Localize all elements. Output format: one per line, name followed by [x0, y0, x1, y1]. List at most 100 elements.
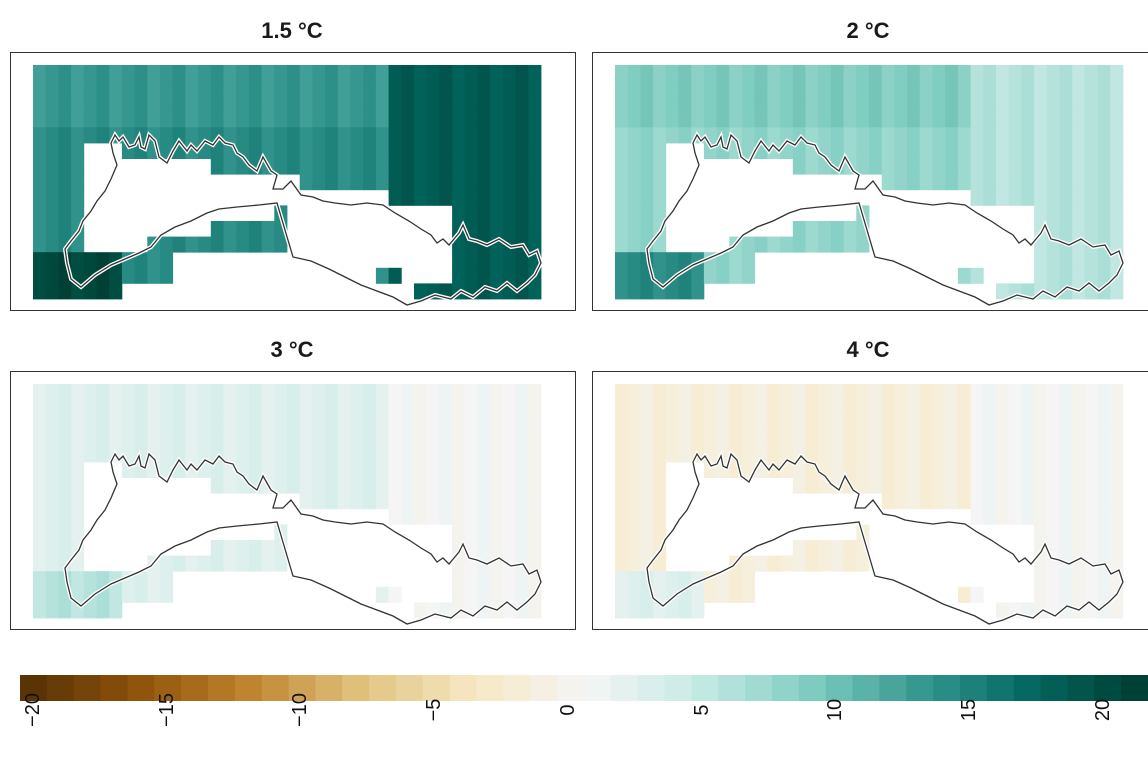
grid-cell	[767, 415, 781, 432]
grid-cell	[1072, 493, 1086, 510]
grid-cell	[223, 446, 237, 463]
colorbar-step	[342, 675, 370, 701]
grid-cell	[490, 96, 504, 113]
grid-cell	[426, 384, 440, 400]
grid-cell	[615, 80, 629, 97]
grid-cell	[792, 384, 806, 400]
grid-cell	[172, 399, 186, 416]
grid-cell	[1034, 477, 1048, 494]
grid-cell	[58, 283, 72, 300]
grid-cell	[134, 415, 148, 432]
grid-cell	[843, 399, 857, 416]
grid-cell	[33, 555, 47, 572]
grid-cell	[907, 462, 921, 478]
grid-cell	[452, 267, 466, 284]
grid-cell	[627, 493, 641, 510]
grid-cell	[983, 493, 997, 510]
grid-cell	[299, 446, 313, 463]
grid-cell	[1084, 96, 1098, 113]
grid-cell	[147, 267, 161, 284]
grid-cell	[1110, 477, 1124, 494]
grid-cell	[58, 477, 72, 494]
grid-cell	[1084, 571, 1098, 588]
grid-cell	[287, 80, 301, 97]
grid-cell	[147, 571, 161, 588]
grid-cell	[907, 127, 921, 144]
grid-cell	[350, 127, 364, 144]
grid-cell	[439, 399, 453, 416]
grid-cell	[490, 127, 504, 144]
grid-cell	[477, 540, 491, 556]
grid-cell	[1059, 384, 1073, 400]
grid-cell	[818, 446, 832, 463]
grid-cell	[350, 158, 364, 175]
grid-cell	[515, 415, 529, 432]
grid-cell	[830, 462, 844, 478]
grid-cell	[1046, 267, 1060, 284]
grid-cell	[856, 143, 870, 159]
grid-cell	[464, 430, 478, 447]
grid-cell	[653, 508, 667, 525]
grid-cell	[401, 158, 415, 175]
grid-cell	[452, 446, 466, 463]
grid-cell	[477, 415, 491, 432]
grid-cell	[627, 205, 641, 222]
grid-cell	[653, 143, 667, 159]
grid-cell	[1084, 158, 1098, 175]
grid-cell	[894, 384, 908, 400]
grid-cell	[134, 571, 148, 588]
grid-cell	[805, 430, 819, 447]
grid-cell	[856, 111, 870, 128]
grid-cell	[640, 65, 654, 81]
grid-cell	[996, 111, 1010, 128]
grid-cell	[1110, 221, 1124, 237]
grid-cell	[1046, 571, 1060, 588]
grid-cell	[919, 415, 933, 432]
grid-cell	[83, 602, 97, 619]
grid-cell	[401, 446, 415, 463]
colorbar-tick-5: 0	[557, 704, 579, 716]
grid-cell	[1046, 399, 1060, 416]
grid-cell	[742, 236, 756, 253]
grid-cell	[464, 477, 478, 494]
colorbar-step	[798, 675, 827, 701]
grid-cell	[83, 430, 97, 447]
grid-cell	[33, 586, 47, 603]
grid-cell	[1034, 267, 1048, 284]
grid-cell	[515, 586, 529, 603]
grid-cell	[1008, 399, 1022, 416]
grid-cell	[653, 524, 667, 541]
grid-cell	[363, 65, 377, 81]
grid-cell	[71, 65, 85, 81]
grid-cell	[1084, 221, 1098, 237]
grid-cell	[894, 65, 908, 81]
grid-cell	[640, 174, 654, 191]
grid-cell	[375, 493, 389, 510]
grid-cell	[780, 415, 794, 432]
grid-cell	[1110, 111, 1124, 128]
grid-cell	[729, 571, 743, 588]
grid-cell	[83, 65, 97, 81]
grid-cell	[742, 430, 756, 447]
grid-cell	[780, 430, 794, 447]
grid-cell	[780, 111, 794, 128]
grid-cell	[337, 96, 351, 113]
grid-cell	[477, 571, 491, 588]
grid-cell	[678, 446, 692, 463]
grid-cell	[337, 477, 351, 494]
grid-cell	[439, 80, 453, 97]
grid-cell	[1097, 189, 1111, 206]
grid-cell	[236, 65, 250, 81]
grid-cell	[388, 127, 402, 144]
grid-cell	[983, 462, 997, 478]
grid-cell	[678, 430, 692, 447]
grid-cell	[515, 384, 529, 400]
grid-cell	[856, 96, 870, 113]
grid-cell	[452, 174, 466, 191]
grid-cell	[477, 477, 491, 494]
grid-cell	[299, 111, 313, 128]
grid-cell	[996, 462, 1010, 478]
grid-cell	[464, 174, 478, 191]
grid-cell	[703, 80, 717, 97]
grid-cell	[1034, 205, 1048, 222]
